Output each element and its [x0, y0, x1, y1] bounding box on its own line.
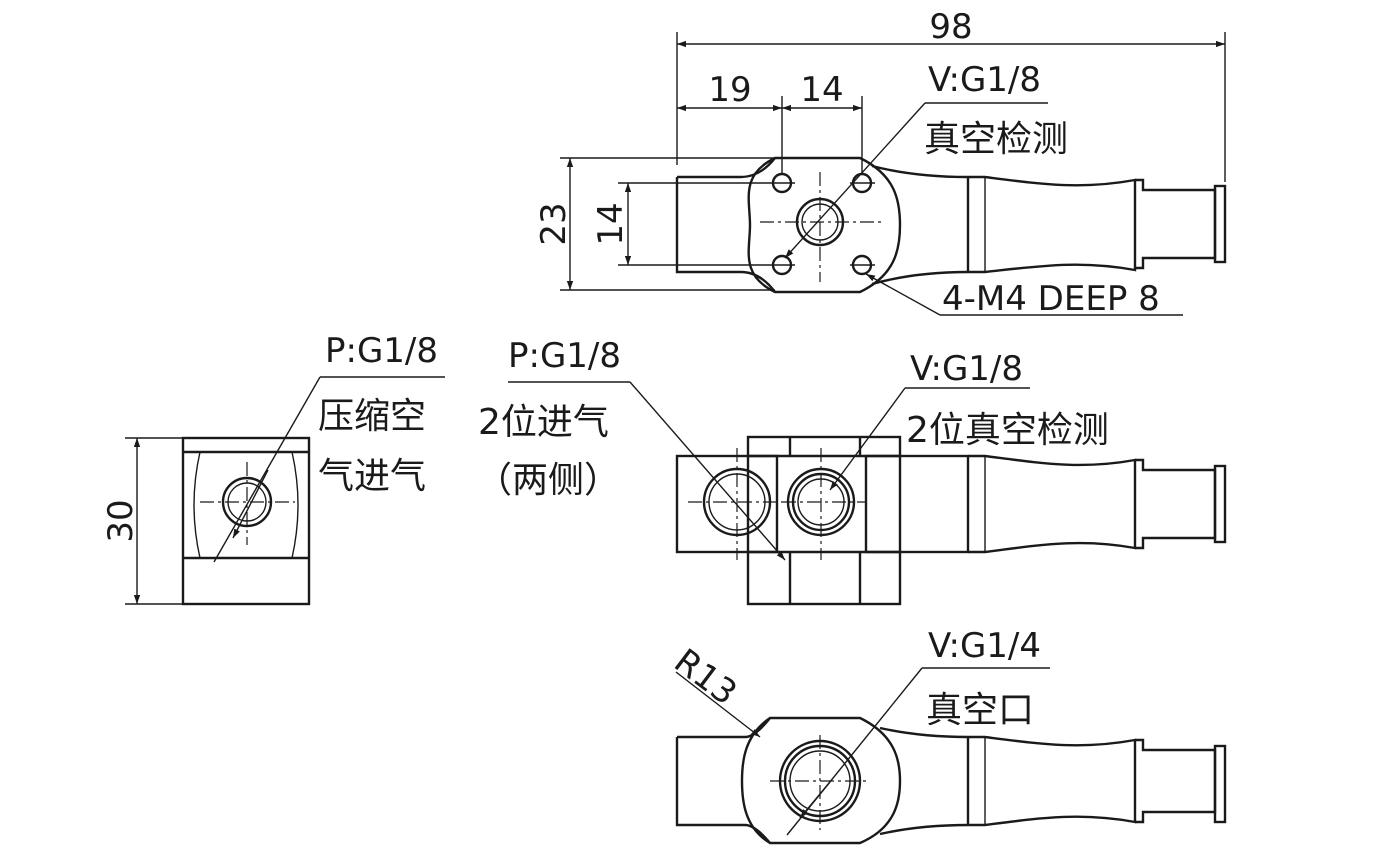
front-vacuum-port-desc: 2位真空检测 — [906, 410, 1109, 451]
mounting-holes-label: 4-M4 DEEP 8 — [942, 279, 1160, 319]
side-pressure-port-label: P:G1/8 — [325, 331, 438, 371]
dim-inner-height: 14 — [591, 202, 631, 245]
front-pressure-port-desc-1: 2位进气 — [478, 402, 609, 443]
side-view: 30 P:G1/8 压缩空 气进气 — [101, 331, 445, 606]
front-vacuum-port-label: V:G1/8 — [910, 349, 1023, 389]
front-pressure-port-label: P:G1/8 — [508, 336, 621, 376]
bottom-vacuum-port-label: V:G1/4 — [928, 626, 1041, 666]
bottom-radius-label: R13 — [667, 641, 744, 713]
bottom-vacuum-port-desc: 真空口 — [926, 690, 1034, 731]
dim-overall-length: 98 — [929, 7, 972, 47]
front-pressure-port-desc-2: （两侧） — [476, 460, 620, 501]
dim-side-height: 30 — [101, 499, 141, 542]
top-vacuum-port-label: V:G1/8 — [928, 60, 1041, 100]
dim-hole-spacing: 14 — [800, 70, 843, 110]
front-view: P:G1/8 2位进气 （两侧） V:G1/8 2位真空检测 — [476, 336, 1227, 606]
top-view: 98 19 14 23 14 V:G1/8 真空检测 4-M4 DEEP 8 — [534, 7, 1227, 319]
side-pressure-port-desc-2: 气进气 — [318, 456, 426, 497]
top-vacuum-port-desc: 真空检测 — [924, 119, 1068, 160]
dim-outer-height: 23 — [534, 202, 574, 245]
bottom-view: R13 V:G1/4 真空口 — [667, 626, 1227, 845]
side-pressure-port-desc-1: 压缩空 — [318, 396, 426, 437]
dim-left-offset: 19 — [708, 70, 751, 110]
